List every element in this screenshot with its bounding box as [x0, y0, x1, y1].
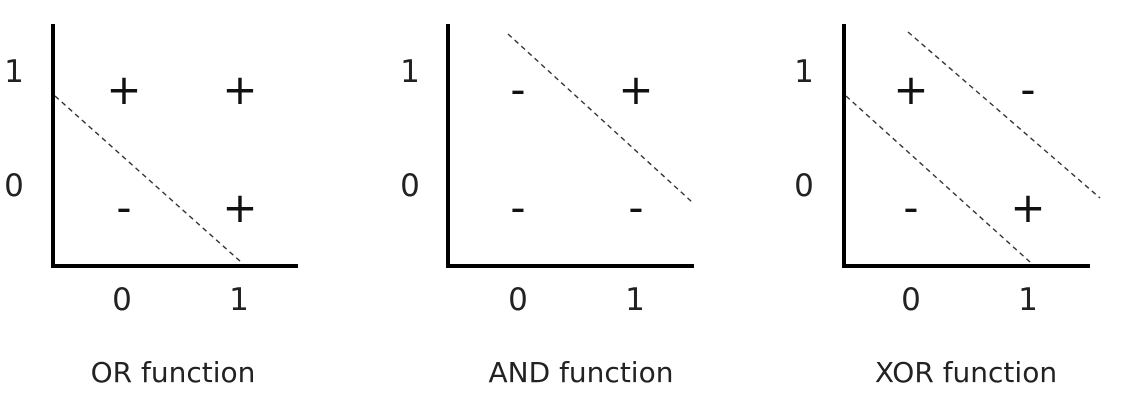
and-panel: 1 0 0 1 - + - - AND function — [400, 24, 694, 389]
or-point-1-0: + — [222, 183, 257, 232]
and-decision-boundary — [507, 33, 693, 203]
and-point-1-1: + — [618, 65, 653, 114]
or-y-tick-0: 0 — [4, 168, 24, 204]
or-caption: OR function — [91, 356, 256, 389]
and-x-tick-1: 1 — [625, 282, 645, 318]
xor-panel: 1 0 0 1 + - - + XOR function — [794, 24, 1101, 389]
and-point-0-1: - — [510, 65, 525, 114]
and-x-tick-0: 0 — [508, 282, 528, 318]
and-caption: AND function — [489, 356, 674, 389]
xor-point-0-0: - — [903, 183, 918, 232]
xor-decision-boundary-upper — [907, 31, 1101, 199]
xor-caption: XOR function — [875, 356, 1057, 389]
xor-x-tick-0: 0 — [901, 282, 921, 318]
or-decision-boundary — [54, 95, 242, 263]
and-point-1-0: - — [628, 183, 643, 232]
xor-decision-boundary-lower — [845, 95, 1031, 263]
or-x-tick-1: 1 — [229, 282, 249, 318]
xor-point-1-1: - — [1020, 65, 1035, 114]
and-y-tick-1: 1 — [400, 54, 420, 90]
or-point-0-0: - — [116, 183, 131, 232]
xor-x-tick-1: 1 — [1018, 282, 1038, 318]
and-point-0-0: - — [510, 183, 525, 232]
xor-y-tick-1: 1 — [794, 54, 814, 90]
xor-point-0-1: + — [893, 65, 928, 114]
or-point-1-1: + — [222, 65, 257, 114]
xor-point-1-0: + — [1010, 183, 1045, 232]
or-panel: 1 0 0 1 + + - + OR function — [4, 24, 298, 389]
or-point-0-1: + — [106, 65, 141, 114]
or-x-tick-0: 0 — [112, 282, 132, 318]
xor-y-tick-0: 0 — [794, 168, 814, 204]
and-y-tick-0: 0 — [400, 168, 420, 204]
or-y-tick-1: 1 — [4, 54, 24, 90]
